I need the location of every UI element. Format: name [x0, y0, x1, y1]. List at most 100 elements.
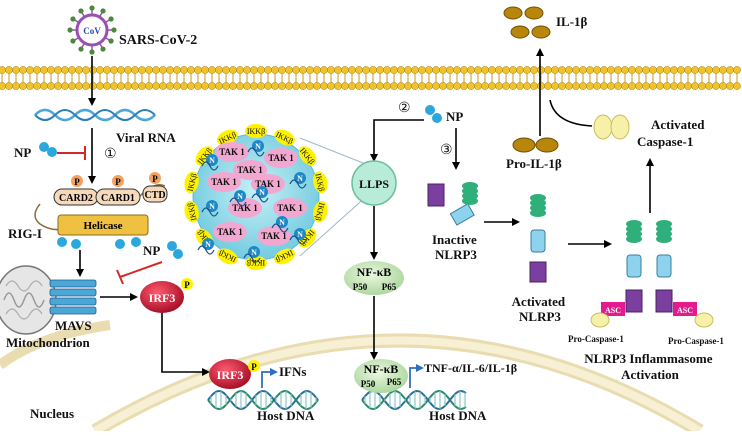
card1-label: CARD1: [101, 193, 135, 204]
dna-strand: [361, 390, 467, 410]
lipid-head: [306, 82, 314, 90]
lipid-head: [19, 66, 27, 74]
il1b-icon-d: [531, 25, 551, 39]
n-protein: [202, 238, 214, 250]
lipid-head: [439, 82, 447, 90]
lipid-head: [278, 66, 286, 74]
n-protein: [276, 216, 288, 228]
lipid-head: [68, 82, 76, 90]
lipid-head: [733, 66, 741, 74]
lipid-head: [236, 82, 244, 90]
lipid-head: [362, 66, 370, 74]
lipid-head: [621, 82, 629, 90]
np-left-label: NP: [14, 145, 31, 160]
lipid-head: [166, 66, 174, 74]
activated-nlrp3-icon: [529, 194, 547, 283]
lipid-head: [306, 66, 314, 74]
lipid-head: [166, 82, 174, 90]
lipid-head: [264, 66, 272, 74]
ikkb-label: IKKβ: [313, 202, 326, 222]
lipid-head: [33, 66, 41, 74]
phospho-card2-label: P: [74, 177, 80, 187]
lipid-head: [348, 66, 356, 74]
lipid-head: [75, 82, 83, 90]
irf3-label: IRF3: [149, 291, 176, 305]
mavs-label: MAVS: [55, 318, 92, 333]
lipid-head: [600, 66, 608, 74]
lipid-head: [348, 82, 356, 90]
lipid-head: [208, 66, 216, 74]
lipid-head: [530, 82, 538, 90]
lipid-head: [726, 66, 734, 74]
n-label: N: [255, 142, 261, 151]
lipid-head: [453, 66, 461, 74]
helicase-label: Helicase: [83, 220, 122, 232]
lipid-head: [376, 82, 384, 90]
lipid-head: [236, 66, 244, 74]
ikkb-blob: [184, 171, 199, 194]
rna-squiggle: [201, 207, 219, 217]
lipid-head: [593, 82, 601, 90]
lipid-head: [656, 82, 664, 90]
lipid-head: [586, 66, 594, 74]
pro-caspase-right: [694, 312, 714, 328]
lipid-head: [642, 66, 650, 74]
activated-caspase-line1: Activated: [651, 117, 705, 132]
arrow-irf3-nucleus: [161, 313, 210, 376]
pro-caspase-left: [590, 312, 610, 328]
lipid-head: [271, 66, 279, 74]
lipid-head: [47, 82, 55, 90]
lipid-head: [173, 66, 181, 74]
rna-bead: [115, 239, 125, 249]
phospho-card1: [112, 175, 124, 187]
irf3-phospho: [181, 278, 193, 290]
lipid-head: [635, 82, 643, 90]
host-dna-label-1: Host DNA: [257, 408, 315, 423]
virus-spike-tip: [78, 8, 84, 14]
inactive-nlrp3-icon: [427, 182, 478, 226]
tak1-blob: [207, 172, 241, 192]
lipid-head: [138, 82, 146, 90]
lipid-head: [523, 82, 531, 90]
n-label: N: [205, 240, 211, 249]
ikkb-blob: [313, 200, 328, 223]
irf3-icon: [140, 281, 184, 313]
n-label: N: [209, 156, 215, 165]
lipid-head: [516, 82, 524, 90]
tak1-blob: [264, 148, 298, 168]
lipid-head: [383, 82, 391, 90]
lipid-head: [320, 66, 328, 74]
lipid-head: [705, 82, 713, 90]
lipid-head: [481, 66, 489, 74]
lipid-head: [432, 66, 440, 74]
lipid-head: [355, 66, 363, 74]
rna-bead: [57, 237, 67, 247]
lipid-head: [404, 66, 412, 74]
lipid-head: [341, 82, 349, 90]
virus-spike-tip: [89, 5, 95, 11]
tak1-label: TAK 1: [232, 203, 258, 213]
lipid-head: [278, 82, 286, 90]
lipid-head: [327, 82, 335, 90]
lipid-head: [110, 66, 118, 74]
rigi-label: RIG-I: [8, 226, 42, 241]
lipid-head: [299, 66, 307, 74]
ikkb-blob: [313, 171, 328, 194]
lipid-head: [159, 82, 167, 90]
np-mid-icon-b: [173, 249, 183, 259]
activated-nlrp3-label: Activated NLRP3: [512, 294, 569, 324]
ikkb-label: IKKβ: [247, 127, 265, 136]
lipid-head: [285, 82, 293, 90]
phospho-card2: [71, 175, 83, 187]
lipid-head: [446, 82, 454, 90]
inflammasome-line2: Activation: [621, 367, 680, 382]
step2-label: ②: [398, 101, 411, 116]
lipid-head: [544, 82, 552, 90]
lipid-head: [670, 82, 678, 90]
inhibit-line-2: [119, 261, 163, 278]
lipid-head: [698, 82, 706, 90]
asc-right-label: ASC: [677, 306, 693, 315]
tak1-blob: [215, 142, 249, 162]
virus-spike-tip: [70, 16, 76, 22]
irf3-nucleus-icon: [209, 359, 251, 389]
